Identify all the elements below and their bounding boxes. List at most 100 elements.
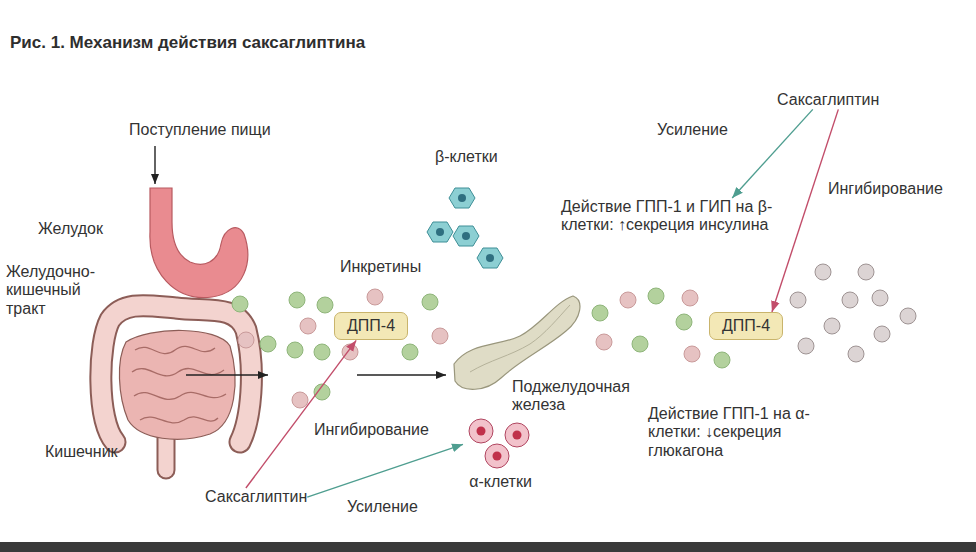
incretin-dot	[872, 290, 888, 306]
incretin-dot	[367, 289, 383, 305]
drug-label: Саксаглиптин	[205, 488, 307, 506]
incretin-dot	[292, 392, 308, 408]
incretin-dot	[592, 305, 608, 321]
incretin-dot	[289, 292, 305, 308]
text-label: Поступление пищи	[129, 121, 271, 139]
incretin-dot	[798, 338, 814, 354]
alpha-cell-nucleus	[513, 431, 522, 440]
alpha-cell	[505, 423, 529, 447]
effect-arrow	[307, 444, 463, 497]
text-label: Кишечник	[45, 443, 118, 461]
arrow-label: Ингибирование	[826, 180, 945, 198]
small-intestine	[119, 330, 235, 439]
text-label: Желудочно-кишечный тракт	[6, 263, 116, 318]
beta-cell-body	[477, 248, 503, 268]
incretin-dot	[684, 346, 700, 362]
effect-arrow	[732, 109, 813, 198]
incretin-dot	[900, 308, 916, 324]
intestine-loops	[132, 346, 226, 423]
incretin-dot	[317, 297, 333, 313]
node-text: Действие ГПП-1 и ГИП на β-клетки: ↑секре…	[561, 198, 775, 235]
alpha-cell-body	[485, 444, 509, 468]
enzyme-box: ДПП-4	[334, 312, 408, 340]
incretin-dot	[815, 264, 831, 280]
incretin-dot	[790, 292, 806, 308]
incretin-dot	[300, 318, 316, 334]
incretin-dot	[848, 346, 864, 362]
pancreas	[454, 296, 580, 389]
text-label: Желудок	[38, 220, 103, 238]
rectum-outline	[157, 438, 176, 470]
alpha-cell-body	[505, 423, 529, 447]
node-text: α-клетки	[463, 473, 538, 491]
arrow-label: Ингибирование	[312, 421, 431, 439]
incretin-dot	[432, 328, 448, 344]
beta-cell	[477, 248, 503, 268]
enzyme-box: ДПП-4	[709, 312, 783, 340]
beta-cell	[453, 226, 479, 246]
beta-cell-nucleus	[462, 232, 470, 240]
incretin-dot	[858, 264, 874, 280]
beta-cell-body	[453, 226, 479, 246]
incretin-dot	[676, 314, 692, 330]
beta-cell	[449, 188, 475, 208]
incretin-dot	[596, 334, 612, 350]
beta-cell-body	[449, 188, 475, 208]
arrow-label: Усиление	[345, 498, 420, 516]
alpha-cell	[469, 419, 493, 443]
incretin-dot	[342, 344, 358, 360]
incretin-dot	[422, 294, 438, 310]
beta-cells	[427, 188, 503, 268]
effect-note: Действие ГПП-1 и ГИП на β-клетки: ↑секре…	[561, 198, 775, 235]
incretin-dot	[874, 326, 890, 342]
alpha-cell-group	[463, 413, 538, 469]
alpha-cell-nucleus	[477, 427, 486, 436]
incretin-dot	[632, 336, 648, 352]
flow-arrow	[357, 374, 446, 375]
incretin-dot	[260, 336, 276, 352]
figure-title: Рис. 1. Механизм действия саксаглиптина	[10, 33, 365, 53]
stomach	[150, 188, 248, 298]
beta-cell-nucleus	[458, 194, 466, 202]
incretin-dot	[238, 332, 254, 348]
incretin-dot	[714, 352, 730, 368]
rectum	[159, 438, 174, 470]
pancreas-duct	[470, 305, 570, 372]
text-label: Инкретины	[340, 258, 421, 276]
incretin-dot	[620, 292, 636, 308]
flow-arrow	[186, 374, 268, 375]
alpha-cells: α-клетки	[463, 413, 538, 491]
text-label: β-клетки	[435, 148, 498, 166]
beta-cell	[427, 222, 453, 242]
text-label: Действие ГПП-1 на α-клетки: ↓секреция гл…	[648, 405, 848, 460]
incretin-dot	[824, 318, 840, 334]
incretin-dot	[648, 288, 664, 304]
beta-cell-nucleus	[486, 254, 494, 262]
beta-cell-body	[427, 222, 453, 242]
node-text: ДПП-4	[347, 317, 395, 335]
food-arrow	[154, 146, 155, 184]
incretin-dot	[314, 344, 330, 360]
large-intestine-outline	[101, 306, 252, 442]
incretin-dot	[842, 292, 858, 308]
node-text: Саксаглиптин	[205, 488, 307, 506]
node-text: ДПП-4	[722, 317, 770, 335]
alpha-cell	[485, 444, 509, 468]
incretin-dot	[232, 296, 248, 312]
bottom-bar	[0, 542, 976, 552]
node-text: Саксаглиптин	[777, 91, 879, 109]
incretin-dot	[682, 290, 698, 306]
incretin-dot	[287, 342, 303, 358]
beta-cell-nucleus	[436, 228, 444, 236]
incretin-dot	[402, 344, 418, 360]
alpha-cell-nucleus	[493, 452, 502, 461]
effect-arrow	[772, 109, 838, 312]
large-intestine	[101, 306, 252, 442]
effect-arrow	[246, 340, 356, 488]
arrow-label: Усиление	[655, 121, 730, 139]
alpha-cell-body	[469, 419, 493, 443]
drug-label: Саксаглиптин	[777, 91, 879, 109]
